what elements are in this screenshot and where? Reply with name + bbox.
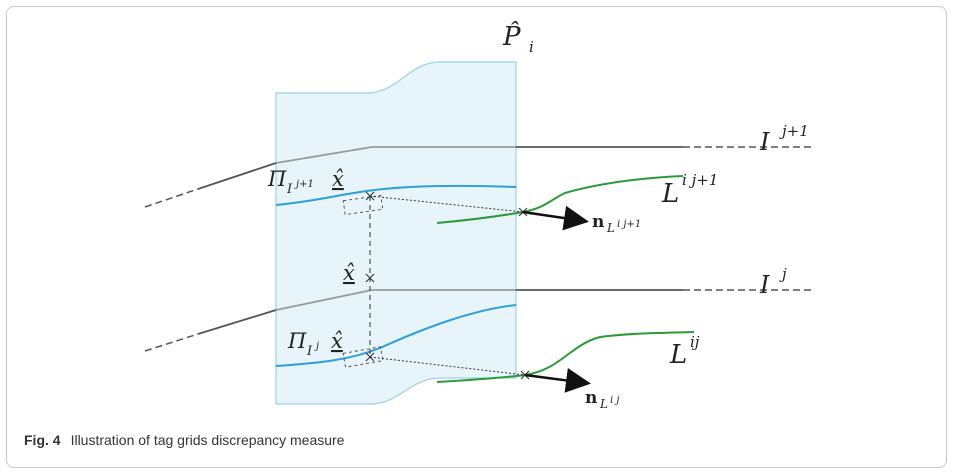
projected-curve-upper: [275, 184, 517, 206]
normal-vector-lower: [524, 368, 591, 393]
projection-frame-lower: [342, 346, 384, 368]
point-label: x̂: [343, 261, 355, 285]
normal-lower-label: n: [585, 388, 597, 408]
projection-frame-upper: [342, 194, 384, 216]
isoline-upper-label: I: [759, 128, 770, 156]
isoline-upper: [144, 146, 812, 208]
projection-line-upper: [369, 195, 524, 213]
figure-caption: Fig. 4 Illustration of tag grids discrepa…: [24, 432, 344, 448]
proj-lower-sub: I: [306, 344, 313, 359]
tagline-lower-sup: ij: [690, 333, 700, 351]
normal-vector-upper: [522, 205, 589, 231]
tagline-lower: [436, 331, 695, 383]
normal-upper-sub: L: [606, 221, 615, 235]
proj-upper-point: x̂: [332, 167, 344, 191]
proj-lower-point: x̂: [331, 329, 343, 353]
isoline-lower: [144, 289, 812, 352]
plane-label: P̂: [502, 21, 521, 52]
tagline-upper-sup: i j+1: [682, 171, 718, 189]
projected-curve-lower: [275, 304, 517, 367]
normal-upper-label: n: [592, 212, 604, 232]
proj-upper-subsup: j+1: [294, 179, 314, 190]
proj-upper-pi: Π: [267, 167, 287, 191]
proj-lower-subsup: j: [314, 341, 319, 352]
caption-text: Illustration of tag grids discrepancy me…: [70, 432, 345, 448]
isoline-upper-sup: j+1: [779, 122, 809, 140]
caption-label: Fig. 4: [24, 432, 61, 448]
tagline-lower-label: L: [669, 340, 687, 370]
cross-markers: [365, 191, 530, 380]
proj-upper-sub: I: [286, 182, 293, 197]
normal-lower-subsup: i j: [610, 395, 619, 406]
tagline-upper: [436, 175, 684, 224]
normal-lower-sub: L: [599, 397, 608, 411]
isoline-lower-sup: j: [779, 265, 787, 283]
proj-lower-pi: Π: [287, 329, 307, 353]
plane-label-sub: i: [529, 38, 534, 56]
tagline-upper-label: L: [661, 179, 679, 209]
normal-upper-subsup: i j+1: [617, 219, 641, 230]
isoline-lower-label: I: [759, 271, 770, 299]
